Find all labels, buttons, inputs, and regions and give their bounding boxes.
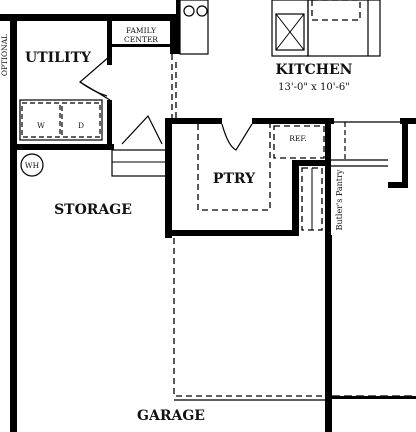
wall-left — [10, 14, 17, 432]
dashed-outlines — [171, 54, 416, 401]
wall-kitchen-left — [176, 0, 180, 54]
kitchen-counter — [307, 0, 381, 57]
room-label-family-center-2: CENTER — [124, 35, 158, 44]
water-heater — [20, 153, 44, 177]
sink-bowl-right — [196, 5, 208, 17]
wall-right-stub-bottom — [388, 182, 408, 188]
washer — [21, 102, 61, 138]
laundry-counter — [19, 99, 103, 141]
wall-utility-bottom — [14, 144, 114, 150]
wall-butler-left — [292, 165, 299, 236]
room-label-utility: UTILITY — [25, 50, 92, 66]
storage-door — [121, 114, 163, 145]
utility-door-arc — [79, 81, 108, 97]
room-label-garage: GARAGE — [137, 408, 205, 424]
wall-garage-bottom-right — [332, 396, 416, 399]
wall-pantry-top-left — [172, 118, 222, 124]
room-label-storage: STORAGE — [54, 202, 132, 218]
room-label-butlers-pantry: Butler's Pantry — [335, 169, 344, 230]
refrigerator — [273, 125, 325, 159]
wall-pantry-top-right — [252, 118, 334, 124]
range-x-line-2 — [275, 13, 305, 51]
pantry-shelves — [197, 124, 271, 211]
pantry-door — [221, 123, 253, 151]
water-heater-label: WH — [25, 161, 40, 170]
room-label-pantry: PTRY — [213, 171, 256, 187]
washer-label: W — [37, 121, 45, 130]
dryer-label: D — [78, 121, 84, 130]
room-label-family-center-1: FAMILY — [126, 26, 157, 35]
wall-butler-right — [325, 118, 331, 238]
wall-storage-right — [165, 118, 172, 238]
counters — [19, 0, 402, 231]
labels: UTILITY FAMILY CENTER KITCHEN 13'-0" x 1… — [0, 26, 353, 424]
garage-dash — [173, 238, 325, 397]
wall-family-center-bottom — [107, 44, 176, 47]
wall-top-utility — [0, 14, 178, 21]
range-oven — [275, 13, 305, 51]
refrigerator-label: REF. — [289, 134, 307, 143]
wall-family-center-right — [170, 14, 176, 54]
wall-garage-right — [325, 235, 332, 432]
wall-ref-bottom — [292, 160, 327, 166]
steps — [111, 149, 171, 177]
wall-utility-family — [107, 21, 112, 65]
family-center-counter — [179, 0, 209, 55]
room-label-kitchen: KITCHEN — [276, 62, 353, 78]
wall-right-stub — [402, 118, 408, 188]
wall-pantry-bottom — [172, 230, 292, 236]
doors — [20, 55, 253, 177]
upper-cabinets — [311, 0, 361, 21]
kitchen-dimensions: 13'-0" x 10'-6" — [278, 82, 350, 93]
sink-bowl-left — [183, 5, 195, 17]
dryer — [61, 102, 101, 138]
wall-utility-right — [107, 100, 112, 150]
optional-label: OPTIONAL — [0, 34, 9, 76]
